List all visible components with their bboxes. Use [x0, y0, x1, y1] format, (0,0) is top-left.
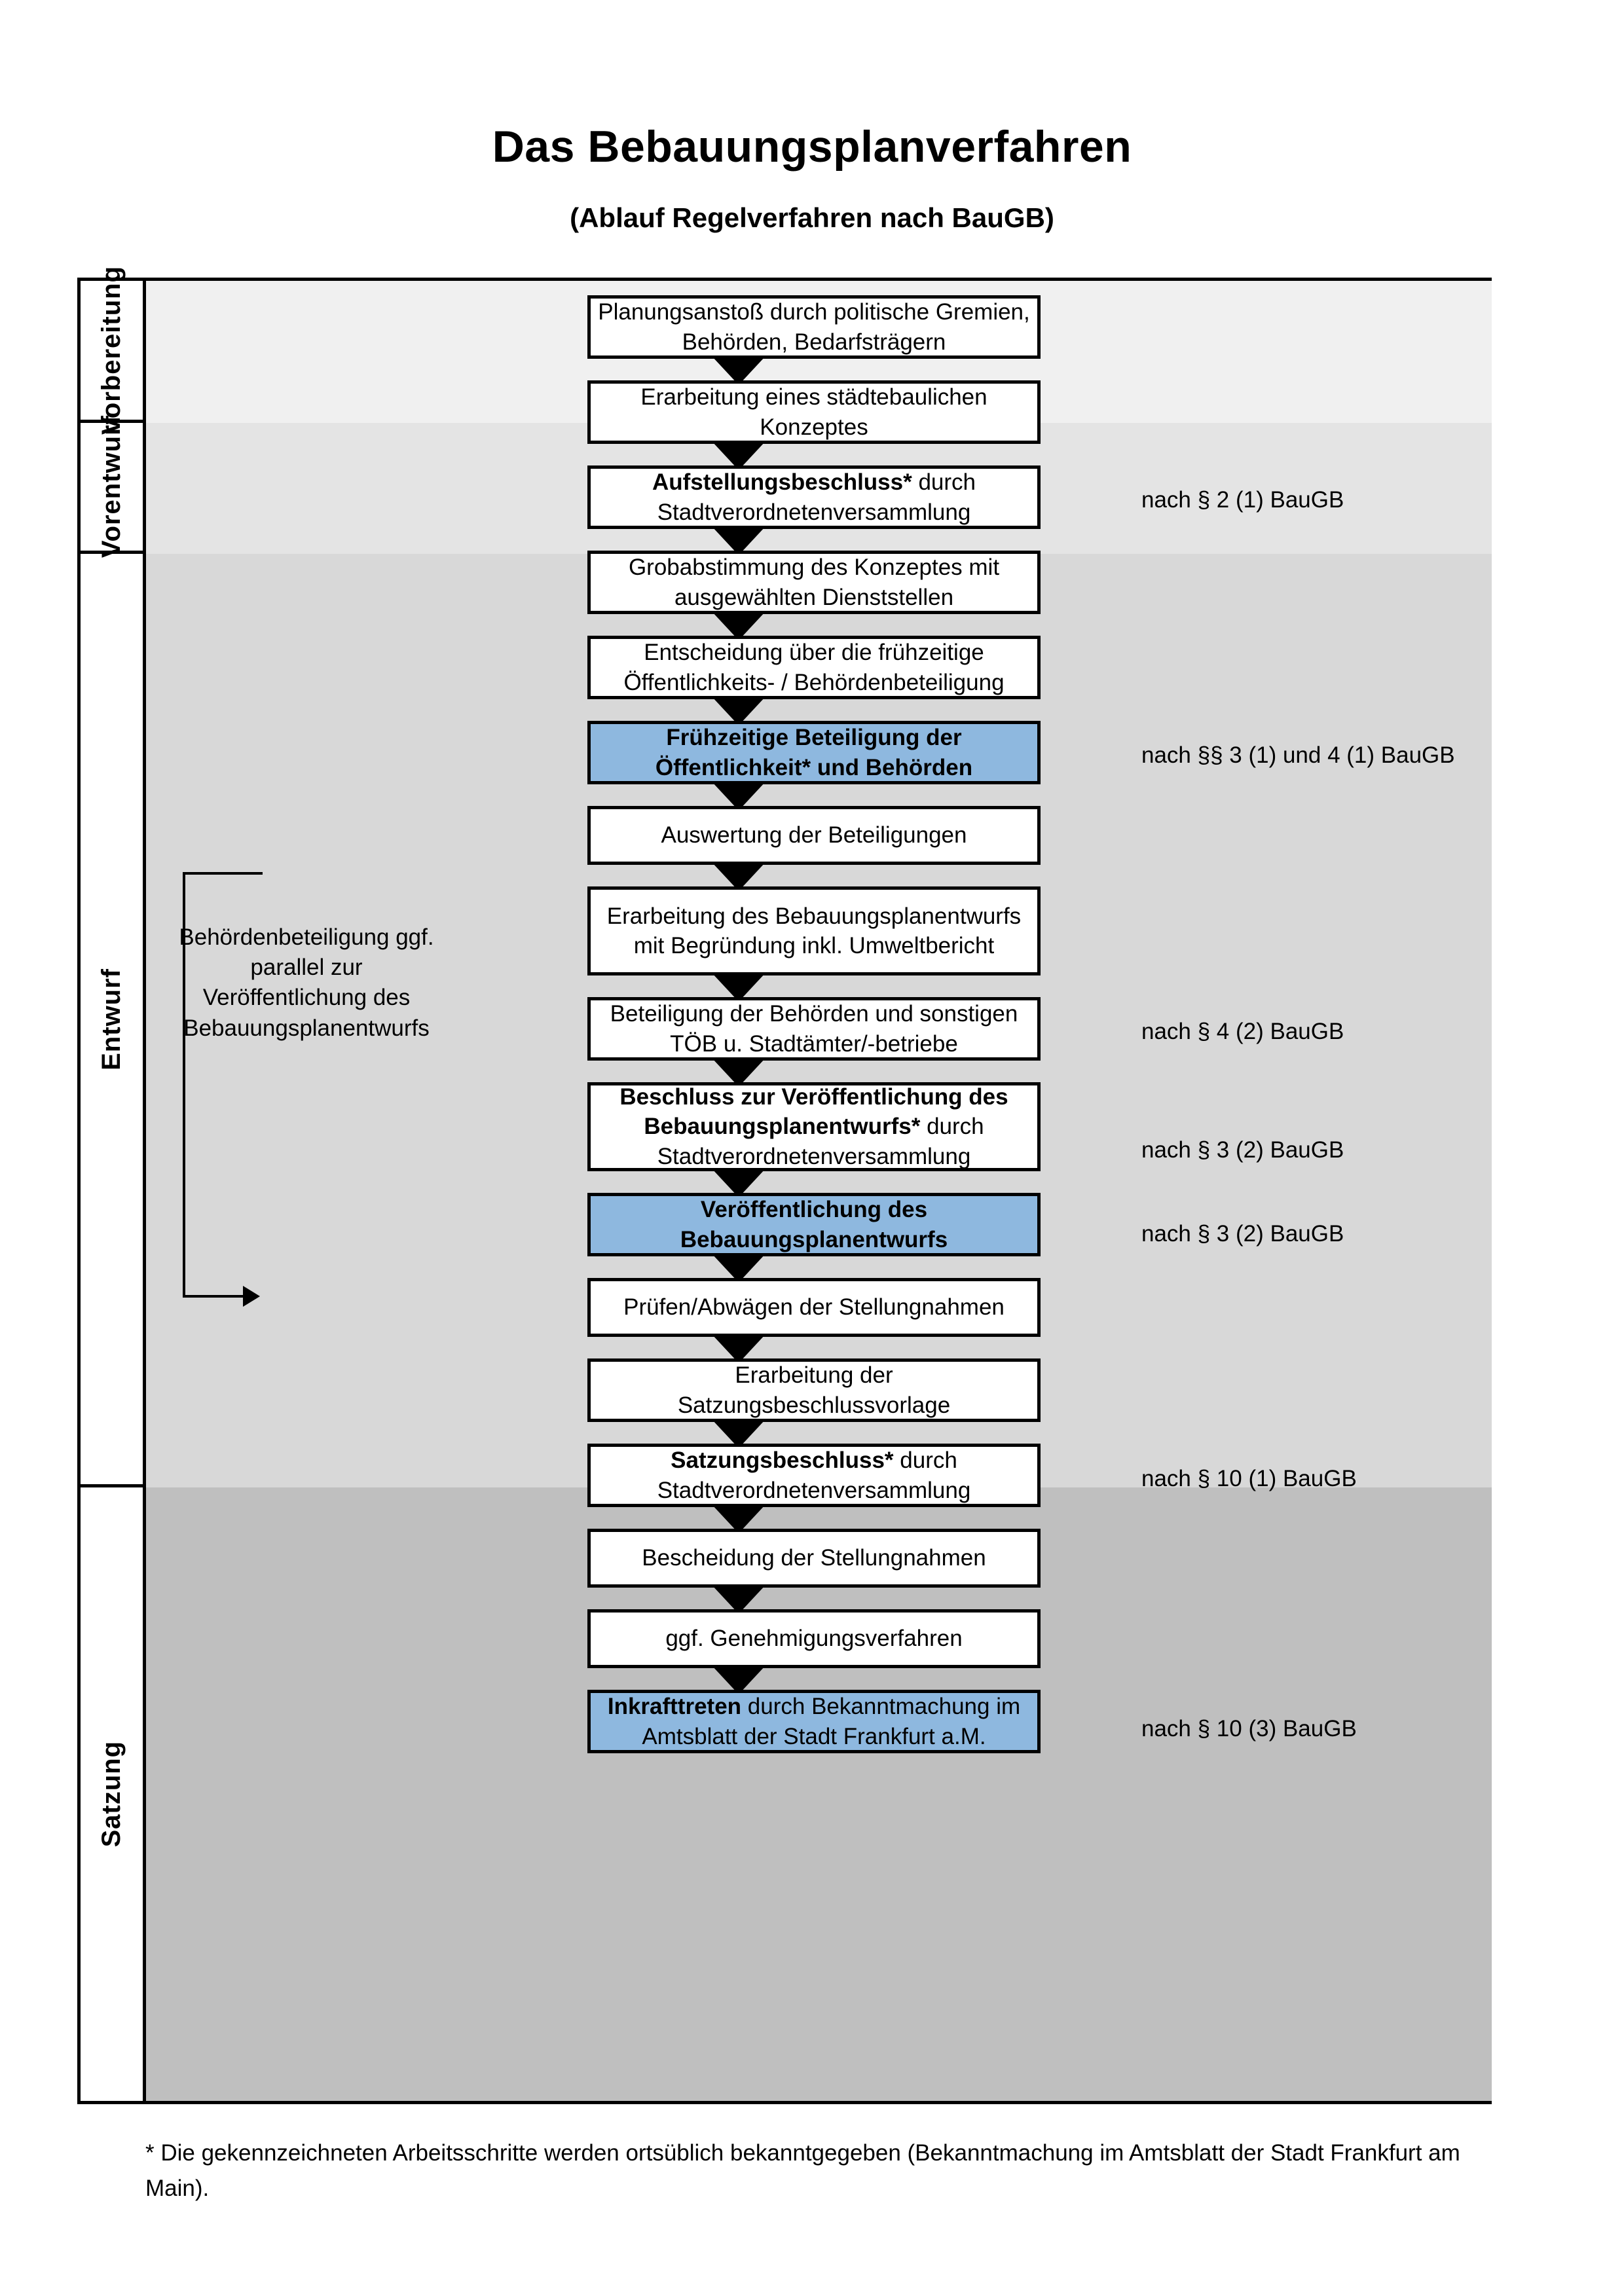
- step-box-bescheidung-stellungnahmen[interactable]: Bescheidung der Stellungnahmen: [587, 1529, 1041, 1588]
- flowchart-frame: Vorbereitung Vorentwurf Entwurf Satzung …: [77, 266, 1492, 2104]
- side-note-text: Behördenbeteiligung ggf. parallel zur Ve…: [179, 924, 434, 1041]
- step-box-grobabstimmung[interactable]: Grobabstimmung des Konzeptes mit ausgewä…: [587, 551, 1041, 614]
- step-bold-text: Veröffentlichung des Bebauungsplanentwur…: [680, 1197, 948, 1252]
- step-box-pruefen-abwaegen[interactable]: Prüfen/Abwägen der Stellungnahmen: [587, 1278, 1041, 1337]
- step-box-satzungsbeschluss[interactable]: Satzungsbeschluss* durch Stadtverordnete…: [587, 1444, 1041, 1507]
- band-satzung: [146, 1487, 1492, 2101]
- phase-label-vorentwurf: Vorentwurf: [97, 415, 126, 558]
- step-text: Bescheidung der Stellungnahmen: [642, 1545, 986, 1571]
- phase-label-vorbereitung: Vorbereitung: [97, 266, 126, 435]
- step-plain-text: durch Bekanntmachung im Amtsblatt der St…: [642, 1694, 1021, 1749]
- phase-cell-vorbereitung: Vorbereitung: [81, 266, 143, 435]
- step-text: Inkrafttreten durch Bekanntmachung im Am…: [597, 1692, 1031, 1751]
- connector-arrowhead-icon: [243, 1286, 260, 1307]
- connector-vertical-segment: [183, 872, 185, 1298]
- step-text: Satzungsbeschluss* durch Stadtverordnete…: [597, 1446, 1031, 1505]
- step-box-beteiligung-behoerden[interactable]: Beteiligung der Behörden und sonstigen T…: [587, 997, 1041, 1061]
- phase-cell-vorentwurf: Vorentwurf: [81, 415, 143, 558]
- law-note-text: nach § 4 (2) BauGB: [1141, 1019, 1344, 1044]
- connector-top-segment: [183, 872, 263, 875]
- page-title: Das Bebauungsplanverfahren: [492, 122, 1132, 172]
- flow-arrow-down-4: [712, 611, 766, 640]
- step-bold-text: Frühzeitige Beteiligung der Öffentlichke…: [655, 725, 973, 780]
- flow-arrow-down-15: [712, 1585, 766, 1614]
- step-box-erarbeitung-entwurf[interactable]: Erarbeitung des Bebauungsplanentwurfs mi…: [587, 886, 1041, 975]
- law-note-text: nach § 10 (3) BauGB: [1141, 1716, 1357, 1741]
- step-text: Erarbeitung der Satzungsbeschlussvorlage: [677, 1362, 951, 1418]
- flow-arrow-down-16: [712, 1666, 766, 1694]
- step-bold-text: Beschluss zur Veröffentlichung des Bebau…: [619, 1084, 1008, 1140]
- law-note-par10-3: nach § 10 (3) BauGB: [1141, 1716, 1357, 1742]
- law-note-par10-1: nach § 10 (1) BauGB: [1141, 1466, 1357, 1492]
- connector-bottom-segment: [183, 1295, 243, 1298]
- step-text: Erarbeitung eines städtebaulichen Konzep…: [640, 384, 987, 440]
- step-box-veroeffentlichung[interactable]: Veröffentlichung des Bebauungsplanentwur…: [587, 1193, 1041, 1256]
- footnote: * Die gekennzeichneten Arbeitsschritte w…: [145, 2136, 1494, 2207]
- flow-arrow-down-11: [712, 1254, 766, 1283]
- side-note-behoerdenbeteiligung: Behördenbeteiligung ggf. parallel zur Ve…: [166, 922, 447, 1044]
- phase-cell-satzung: Satzung: [81, 1487, 143, 2101]
- step-text: Grobabstimmung des Konzeptes mit ausgewä…: [628, 555, 1000, 610]
- step-text: Aufstellungsbeschluss* durch Stadtverord…: [597, 467, 1031, 527]
- flow-arrow-down-6: [712, 782, 766, 811]
- law-note-text: nach § 3 (2) BauGB: [1141, 1221, 1344, 1247]
- flow-arrow-down-13: [712, 1419, 766, 1448]
- flow-arrow-down-3: [712, 526, 766, 555]
- law-note-par4-2: nach § 4 (2) BauGB: [1141, 1019, 1344, 1045]
- step-text: Prüfen/Abwägen der Stellungnahmen: [623, 1294, 1005, 1321]
- step-bold-text: Inkrafttreten: [607, 1694, 742, 1719]
- phase-label-satzung: Satzung: [97, 1741, 126, 1848]
- law-note-text: nach §§ 3 (1) und 4 (1) BauGB: [1141, 742, 1455, 768]
- law-note-par3-1-4-1: nach §§ 3 (1) und 4 (1) BauGB: [1141, 742, 1455, 769]
- flow-arrow-down-7: [712, 862, 766, 891]
- law-note-par3-2-b: nach § 3 (2) BauGB: [1141, 1221, 1344, 1247]
- page-subtitle: (Ablauf Regelverfahren nach BauGB): [570, 202, 1054, 233]
- step-plain-text: durch Stadtverordnetenversammlung: [657, 469, 976, 525]
- step-text: Planungsanstoß durch politische Gremien,…: [598, 299, 1030, 355]
- step-text: Beteiligung der Behörden und sonstigen T…: [610, 1001, 1018, 1057]
- step-box-erarbeitung-satzungsvorlage[interactable]: Erarbeitung der Satzungsbeschlussvorlage: [587, 1358, 1041, 1422]
- step-box-aufstellungsbeschluss[interactable]: Aufstellungsbeschluss* durch Stadtverord…: [587, 465, 1041, 529]
- step-text: ggf. Genehmigungsverfahren: [665, 1626, 963, 1652]
- step-text: Beschluss zur Veröffentlichung des Bebau…: [597, 1082, 1031, 1172]
- step-text: Erarbeitung des Bebauungsplanentwurfs mi…: [606, 903, 1022, 959]
- step-box-entscheidung-fruehzeitig[interactable]: Entscheidung über die frühzeitige Öffent…: [587, 636, 1041, 699]
- step-box-inkrafttreten[interactable]: Inkrafttreten durch Bekanntmachung im Am…: [587, 1690, 1041, 1753]
- step-plain-text: durch Stadtverordnetenversammlung: [657, 1448, 971, 1503]
- flow-arrow-down-8: [712, 973, 766, 1002]
- step-box-genehmigungsverfahren[interactable]: ggf. Genehmigungsverfahren: [587, 1609, 1041, 1668]
- step-plain-text: durch Stadtverordnetenversammlung: [657, 1114, 984, 1169]
- law-note-text: nach § 2 (1) BauGB: [1141, 487, 1344, 513]
- phase-cell-entwurf: Entwurf: [81, 554, 143, 1487]
- page-header: Das Bebauungsplanverfahren (Ablauf Regel…: [0, 0, 1624, 234]
- phase-label-entwurf: Entwurf: [97, 968, 126, 1070]
- flow-arrow-down-9: [712, 1058, 766, 1087]
- step-bold-text: Aufstellungsbeschluss*: [652, 469, 912, 495]
- footnote-text: * Die gekennzeichneten Arbeitsschritte w…: [145, 2140, 1460, 2202]
- law-note-text: nach § 3 (2) BauGB: [1141, 1137, 1344, 1163]
- step-box-staedtebauliches-konzept[interactable]: Erarbeitung eines städtebaulichen Konzep…: [587, 380, 1041, 444]
- flow-arrow-down-2: [712, 441, 766, 470]
- step-box-fruehzeitige-beteiligung[interactable]: Frühzeitige Beteiligung der Öffentlichke…: [587, 721, 1041, 784]
- phase-label-column: Vorbereitung Vorentwurf Entwurf Satzung: [81, 266, 146, 2101]
- law-note-text: nach § 10 (1) BauGB: [1141, 1466, 1357, 1491]
- law-note-par2-1: nach § 2 (1) BauGB: [1141, 487, 1344, 513]
- flow-arrow-down-12: [712, 1334, 766, 1363]
- flow-arrow-down-1: [712, 356, 766, 385]
- step-text: Entscheidung über die frühzeitige Öffent…: [623, 640, 1005, 695]
- law-note-par3-2-a: nach § 3 (2) BauGB: [1141, 1137, 1344, 1163]
- step-box-beschluss-veroeffentlichung[interactable]: Beschluss zur Veröffentlichung des Bebau…: [587, 1082, 1041, 1171]
- step-box-planungsanstoss[interactable]: Planungsanstoß durch politische Gremien,…: [587, 295, 1041, 359]
- step-box-auswertung-beteiligungen[interactable]: Auswertung der Beteiligungen: [587, 806, 1041, 865]
- step-text: Auswertung der Beteiligungen: [661, 822, 967, 848]
- flow-arrow-down-14: [712, 1504, 766, 1533]
- step-bold-text: Satzungsbeschluss*: [671, 1448, 894, 1473]
- flow-arrow-down-5: [712, 697, 766, 725]
- flow-arrow-down-10: [712, 1169, 766, 1197]
